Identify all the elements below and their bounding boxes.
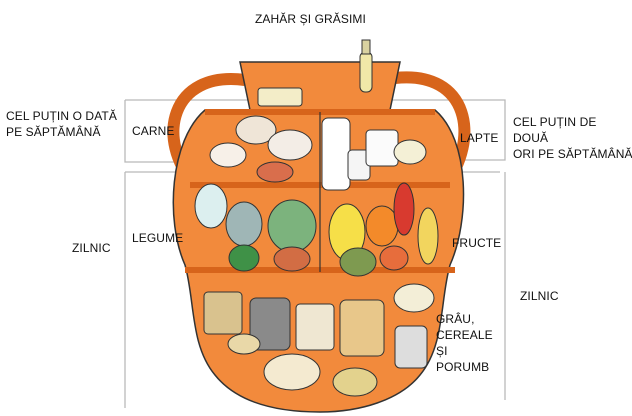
milk-label: LAPTE bbox=[460, 130, 499, 146]
fruits-label: FRUCTE bbox=[452, 235, 501, 251]
right-weekly-frequency-label: CEL PUȚIN DE DOUĂ ORI PE SĂPTĂMÂNĂ bbox=[513, 114, 632, 162]
right-daily-label: ZILNIC bbox=[520, 288, 559, 304]
oil-bottle-icon bbox=[360, 40, 372, 92]
butter-icon bbox=[258, 88, 302, 106]
grains-label: GRÂU, CEREALE ȘI PORUMB bbox=[436, 311, 506, 375]
sugar-fats-label: ZAHĂR ȘI GRĂSIMI bbox=[255, 11, 366, 27]
vegetables-label: LEGUME bbox=[132, 230, 183, 246]
left-weekly-frequency-label: CEL PUȚIN O DATĂ PE SĂPTĂMÂNĂ bbox=[6, 108, 136, 140]
left-daily-label: ZILNIC bbox=[72, 240, 111, 256]
meat-label: CARNE bbox=[132, 123, 175, 139]
